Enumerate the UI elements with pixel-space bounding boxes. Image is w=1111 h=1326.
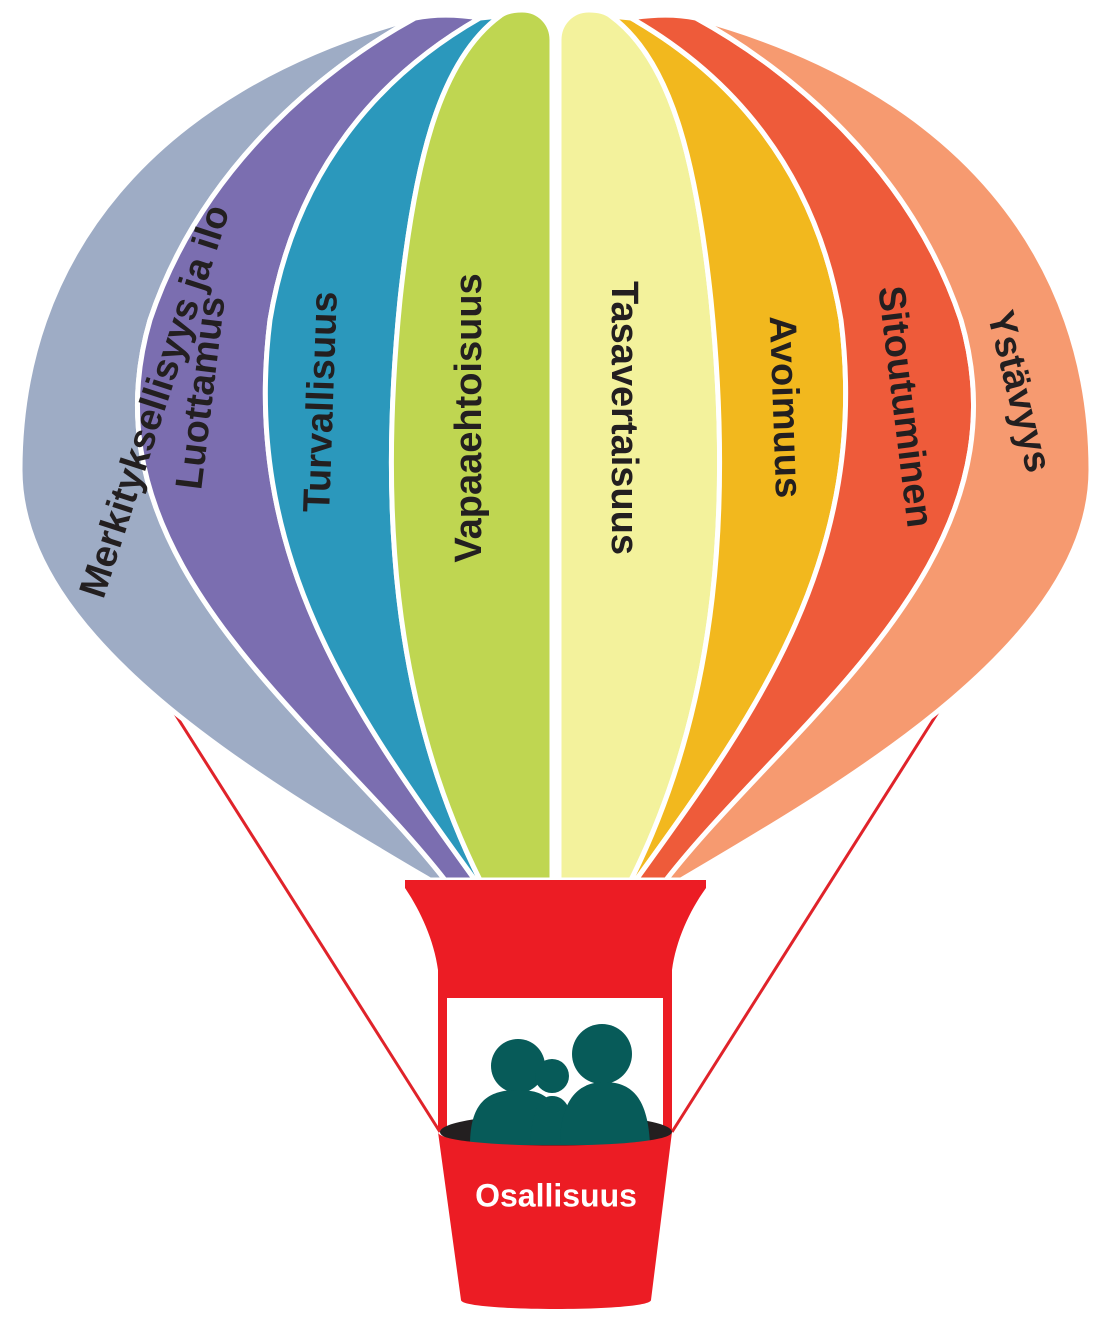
label-turvallisuus: Turvallisuus: [296, 291, 346, 513]
people-icon: [470, 1024, 650, 1145]
segment-ystavyys: [663, 15, 1094, 883]
balloon-envelope: [17, 7, 1094, 883]
basket-label: Osallisuus: [475, 1177, 637, 1213]
basket-frame: [405, 880, 706, 1130]
label-tasavertaisuus: Tasavertaisuus: [603, 281, 645, 555]
rope-left: [144, 667, 442, 1133]
segment-labels: Merkityksellisyys ja ilo Luottamus Turva…: [72, 200, 1059, 603]
label-vapaaehtoisuus: Vapaaehtoisuus: [448, 273, 490, 562]
basket-bucket: [438, 1132, 672, 1309]
segment-vapaaehtoisuus: [388, 7, 555, 883]
basket: Osallisuus: [405, 880, 706, 1309]
label-avoimuus: Avoimuus: [761, 315, 809, 499]
rope-right: [670, 667, 968, 1133]
ropes: [144, 667, 968, 1133]
